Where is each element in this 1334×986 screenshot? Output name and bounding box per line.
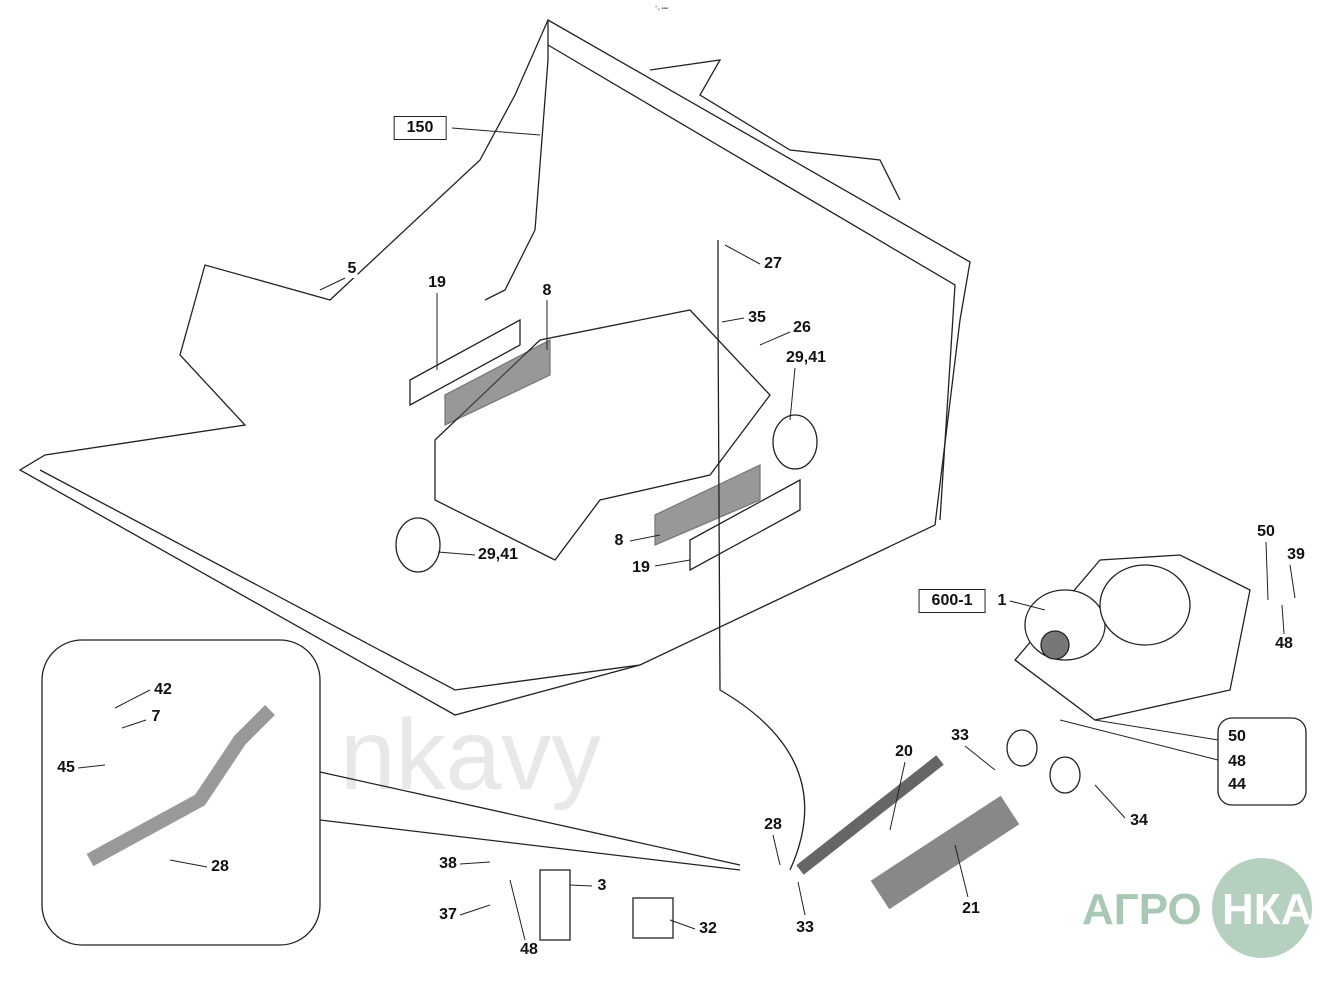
rear-wall	[484, 20, 549, 301]
callout-150: 150	[393, 116, 447, 140]
callout-48-inset: 48	[1227, 753, 1247, 771]
filter-8-top	[444, 338, 551, 427]
callout-600-1: 600-1	[918, 589, 986, 613]
callout-39: 39	[1286, 546, 1306, 564]
filter-19-top	[409, 318, 521, 407]
callout-29-41-right: 29,41	[784, 349, 828, 367]
callout-1: 1	[996, 592, 1008, 610]
callout-33-upper: 33	[950, 727, 970, 745]
callout-35: 35	[747, 309, 767, 327]
callout-48-lower: 48	[519, 941, 539, 959]
blower-hub	[1040, 630, 1070, 660]
callout-7: 7	[150, 708, 162, 726]
callout-3: 3	[596, 877, 608, 895]
callout-19-lower: 19	[631, 559, 651, 577]
callout-8: 8	[541, 282, 553, 300]
callout-20: 20	[894, 743, 914, 761]
vent-2	[395, 517, 441, 573]
floor-edge	[39, 469, 641, 691]
callout-37: 37	[438, 906, 458, 924]
watermark: nkavy	[340, 699, 602, 811]
cable	[717, 319, 806, 871]
callout-45: 45	[56, 759, 76, 777]
logo-text-right: НКА	[1222, 885, 1313, 934]
callout-50-inset: 50	[1227, 728, 1247, 746]
callout-21: 21	[961, 900, 981, 918]
filter-8-bottom	[654, 463, 761, 546]
callout-34: 34	[1129, 812, 1149, 830]
header-code: °₀ ▪▪▪	[655, 6, 668, 12]
outlet-1	[1006, 729, 1038, 767]
cab-housing	[18, 19, 971, 716]
callout-29-41-left: 29,41	[476, 546, 520, 564]
callout-28-inset: 28	[210, 858, 230, 876]
hose-20	[796, 755, 944, 875]
callout-50: 50	[1256, 523, 1276, 541]
bracket-3	[539, 869, 571, 941]
detail-inset	[41, 639, 321, 946]
logo-text-left: АГРО	[1082, 885, 1202, 934]
frame-rails	[649, 59, 901, 201]
hose-21	[870, 795, 1020, 910]
callout-8-lower: 8	[613, 532, 625, 550]
valve-pipe	[86, 705, 275, 867]
callout-28: 28	[763, 816, 783, 834]
outlet-2	[1049, 756, 1081, 794]
callout-48: 48	[1274, 635, 1294, 653]
callout-5: 5	[346, 260, 358, 278]
blower-fan-2	[1099, 564, 1191, 646]
callout-38: 38	[438, 855, 458, 873]
callout-19: 19	[427, 274, 447, 292]
callout-42: 42	[153, 681, 173, 699]
block-32	[632, 897, 674, 939]
side-wall	[547, 44, 956, 521]
callout-27: 27	[763, 255, 783, 273]
leader-lines	[77, 127, 1296, 941]
vent-1	[772, 414, 818, 470]
callout-33-lower: 33	[795, 919, 815, 937]
callout-26: 26	[792, 319, 812, 337]
logo-circle	[1212, 858, 1312, 958]
callout-44-inset: 44	[1227, 776, 1247, 794]
callout-32: 32	[698, 920, 718, 938]
